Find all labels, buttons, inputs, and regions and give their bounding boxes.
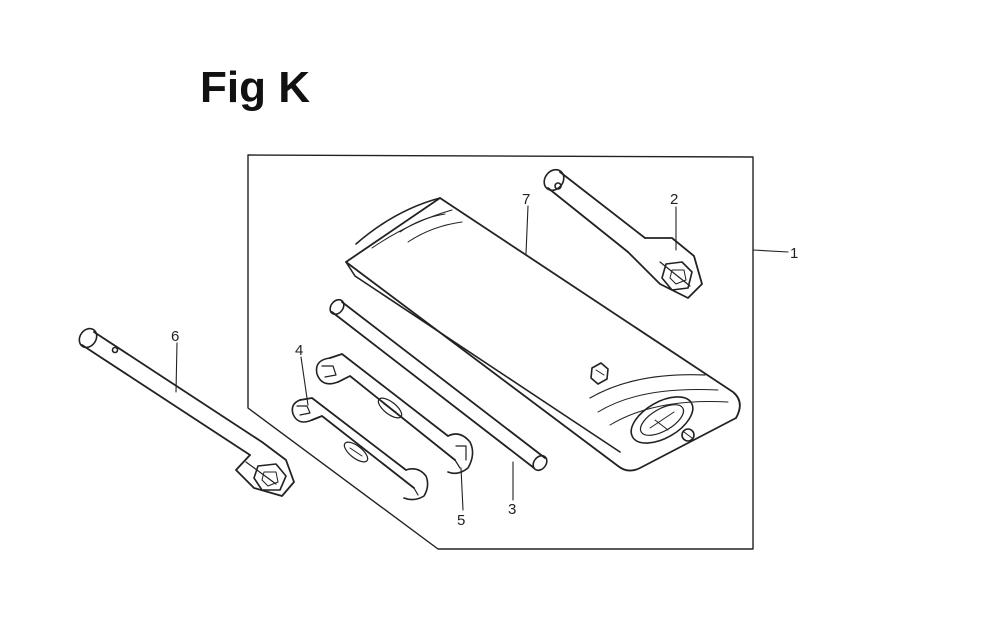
figure-title: Fig K [200, 63, 310, 112]
open-end-wrench-5 [291, 397, 429, 501]
open-end-wrench-4 [315, 353, 474, 475]
leader-6 [175, 342, 178, 393]
leader-4 [300, 356, 309, 406]
callout-1: 1 [790, 245, 798, 262]
leader-1 [752, 249, 789, 253]
leader-lines [175, 205, 789, 511]
callout-6: 6 [171, 328, 179, 345]
leader-5 [460, 467, 464, 511]
callout-labels: 1 2 3 4 5 6 7 [171, 191, 798, 529]
callout-7: 7 [522, 191, 530, 208]
callout-3: 3 [508, 501, 516, 518]
callout-4: 4 [295, 342, 303, 359]
callout-5: 5 [457, 512, 465, 529]
leader-7 [525, 205, 529, 255]
callout-2: 2 [670, 191, 678, 208]
kit-enclosure-outline [247, 154, 754, 550]
box-wrench-2 [543, 168, 703, 299]
plug-wrench-6 [78, 327, 295, 497]
rod-handle-3 [329, 298, 548, 472]
tool-bag [345, 197, 741, 472]
